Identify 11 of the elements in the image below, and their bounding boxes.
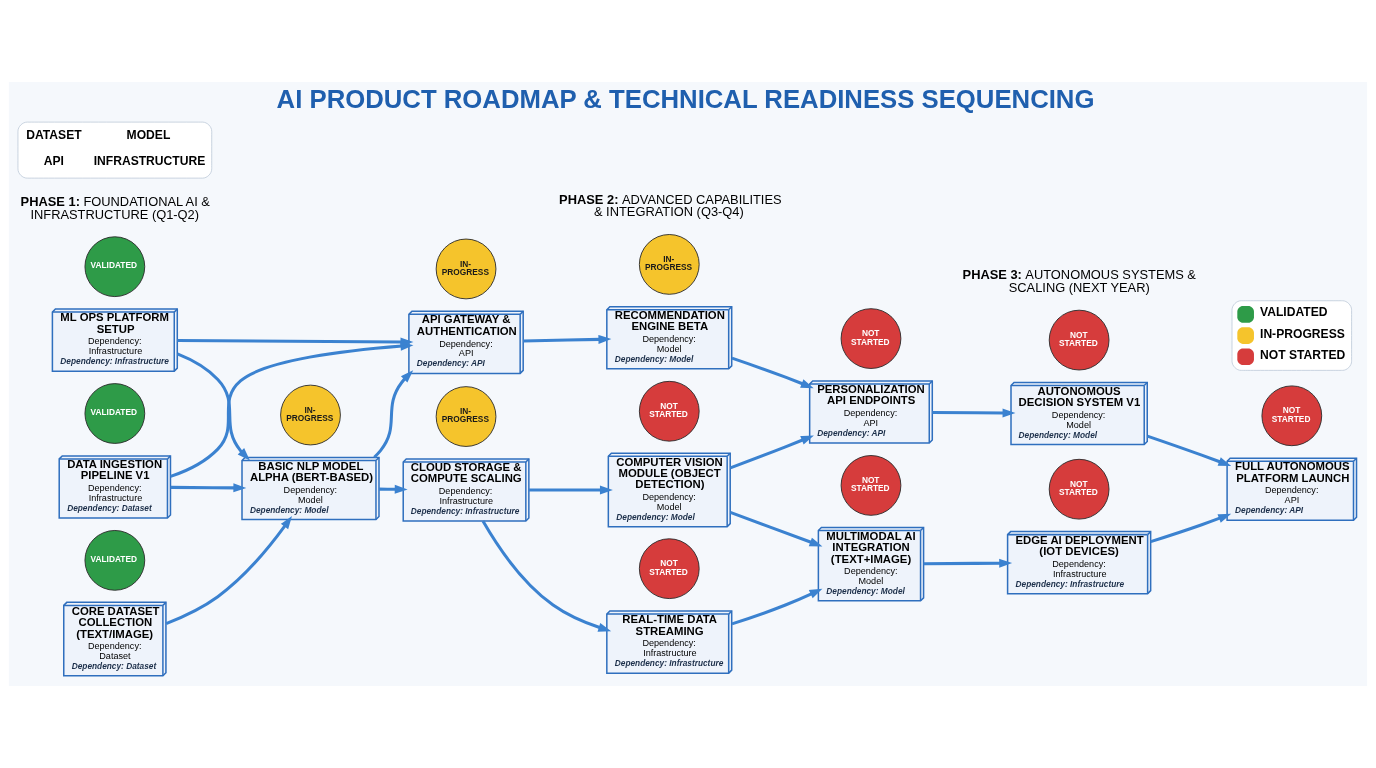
- legend-label: DATASET: [26, 128, 82, 143]
- label: PHASE 2: ADVANCED CAPABILITIES & INTEGRATION (Q3-Q4): [559, 191, 782, 220]
- legend-label: IN-PROGRESS: [1260, 326, 1345, 341]
- legend-label: NOT STARTED: [1260, 347, 1346, 362]
- diagram-title: AI PRODUCT ROADMAP & TECHNICAL READINESS SEQUENCING: [276, 84, 1095, 113]
- legend-label: INFRASTRUCTURE: [93, 154, 206, 169]
- legend-label: MODEL: [126, 128, 171, 143]
- legend-label: API: [43, 154, 64, 169]
- legend-label: VALIDATED: [1260, 305, 1328, 320]
- label: PHASE 1: FOUNDATIONAL AI & INFRASTRUCTURE (Q1-Q2): [20, 193, 210, 222]
- label: PHASE 3: AUTONOMOUS SYSTEMS & SCALING (NEXT YEAR): [962, 267, 1196, 296]
